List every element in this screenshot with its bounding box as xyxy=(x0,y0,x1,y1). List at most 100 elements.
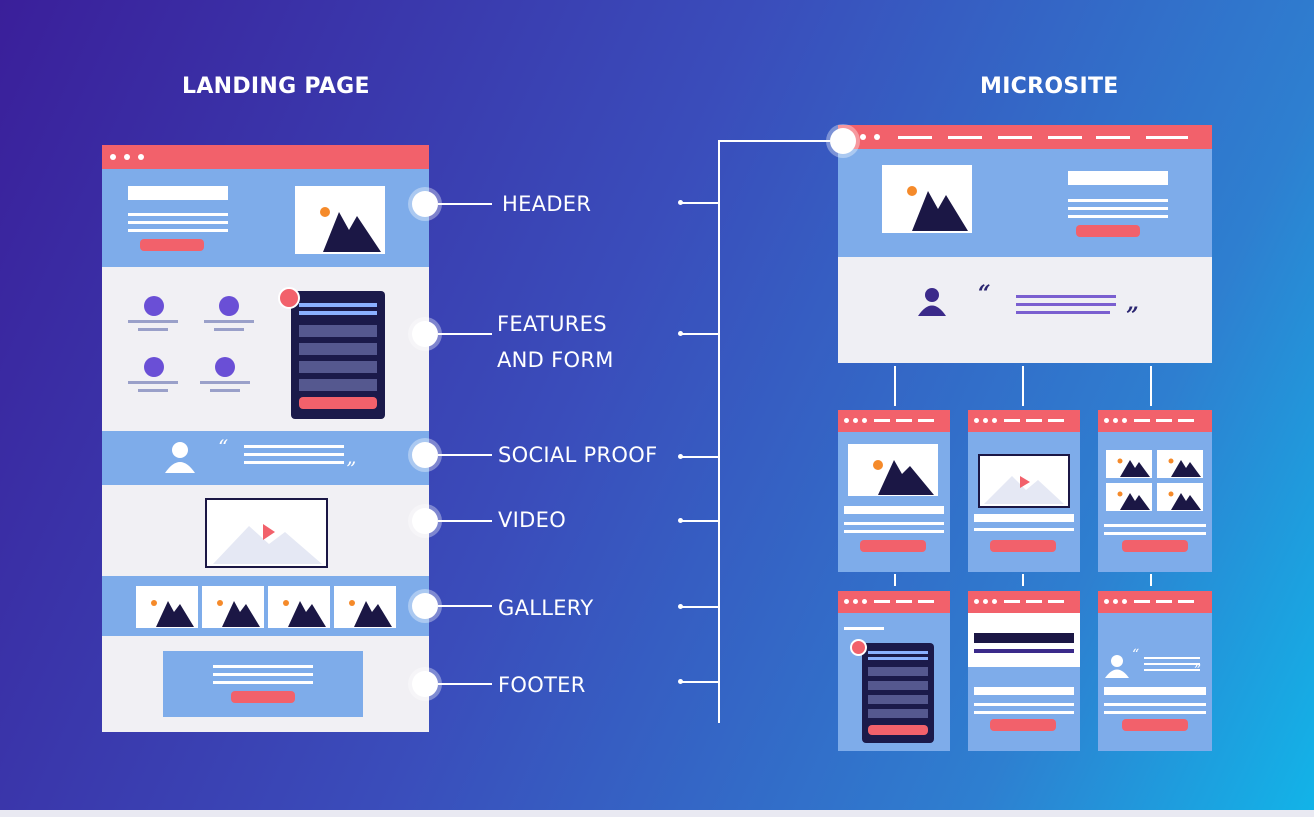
text-line xyxy=(1104,711,1206,714)
nav-item xyxy=(1146,136,1188,139)
video-play-icon xyxy=(205,498,328,568)
text-line xyxy=(844,530,944,533)
browser-dot xyxy=(974,599,979,604)
cta-button xyxy=(1122,540,1188,552)
nav-item xyxy=(918,600,934,603)
image-icon xyxy=(136,586,198,628)
image-icon xyxy=(295,186,385,254)
ms-hero-section xyxy=(838,149,1212,257)
text-line xyxy=(844,522,944,525)
text-line xyxy=(200,381,250,384)
form-submit xyxy=(299,397,377,409)
form-row xyxy=(299,343,377,355)
browser-dot xyxy=(853,418,858,423)
browser-bar xyxy=(102,145,429,169)
image-icon xyxy=(334,586,396,628)
lp-gallery-section xyxy=(102,576,429,636)
bracket-tick xyxy=(682,520,719,522)
text-line xyxy=(138,389,168,392)
text-line xyxy=(1016,295,1116,298)
browser-dot xyxy=(1113,418,1118,423)
form-row xyxy=(868,667,928,676)
image-icon xyxy=(268,586,330,628)
nav-item xyxy=(998,136,1032,139)
bracket-tick xyxy=(682,202,719,204)
microsite-page-gallery xyxy=(1098,410,1212,572)
browser-dot xyxy=(983,599,988,604)
text-line xyxy=(128,320,178,323)
text-line xyxy=(1144,669,1200,671)
connector-line xyxy=(438,333,492,335)
landing-page-title: LANDING PAGE xyxy=(182,74,370,99)
gallery-node xyxy=(412,593,438,619)
text-line xyxy=(210,389,240,392)
header-title-block xyxy=(128,186,228,200)
browser-bar xyxy=(838,591,950,613)
bracket-dot xyxy=(678,679,683,684)
microsite-node xyxy=(830,128,856,154)
browser-dot xyxy=(1122,599,1127,604)
user-icon xyxy=(165,442,195,473)
lp-header-section xyxy=(102,169,429,267)
arrow-line xyxy=(894,366,896,406)
arrow-line xyxy=(1150,574,1152,586)
nav-item xyxy=(1026,419,1042,422)
text-line xyxy=(1144,657,1200,659)
nav-item xyxy=(896,600,912,603)
form-row xyxy=(299,325,377,337)
label-and-form: AND FORM xyxy=(497,348,614,372)
quote-icon: “ xyxy=(218,435,229,459)
bracket-dot xyxy=(678,604,683,609)
image-icon xyxy=(1157,450,1203,478)
cta-button xyxy=(140,239,204,251)
text-line xyxy=(1104,687,1206,695)
text-line xyxy=(1016,303,1116,306)
nav-item xyxy=(898,136,932,139)
browser-dot xyxy=(1104,418,1109,423)
text-line xyxy=(128,221,228,224)
bracket-dot xyxy=(678,200,683,205)
image-icon xyxy=(882,165,972,233)
text-line xyxy=(1068,207,1168,210)
text-line xyxy=(974,514,1074,522)
form-row xyxy=(868,709,928,718)
bracket-dot xyxy=(678,331,683,336)
browser-dot xyxy=(874,134,880,140)
browser-bar xyxy=(1098,591,1212,613)
label-video: VIDEO xyxy=(498,508,567,532)
form-row xyxy=(299,303,377,307)
form-row xyxy=(868,657,928,660)
form-badge-icon xyxy=(278,287,300,309)
text-line xyxy=(244,461,344,464)
text-line xyxy=(213,673,313,676)
form-row xyxy=(299,379,377,391)
text-line xyxy=(1104,703,1206,706)
text-line xyxy=(138,328,168,331)
microsite-title: MICROSITE xyxy=(980,74,1119,99)
browser-bar xyxy=(968,410,1080,432)
bracket-tick xyxy=(682,681,719,683)
form-row xyxy=(299,361,377,373)
video-node xyxy=(412,508,438,534)
cta-button xyxy=(231,691,295,703)
text-line xyxy=(844,627,884,630)
microsite-page-form xyxy=(838,591,950,751)
label-footer: FOOTER xyxy=(498,673,586,697)
nav-item xyxy=(1096,136,1130,139)
browser-bar xyxy=(968,591,1080,613)
landing-page-mockup: “ ” xyxy=(102,145,429,732)
nav-item xyxy=(1134,600,1150,603)
cta-button xyxy=(1076,225,1140,237)
text-line xyxy=(128,229,228,232)
text-line xyxy=(213,681,313,684)
browser-bar xyxy=(838,410,950,432)
text-line xyxy=(1068,215,1168,218)
browser-dot xyxy=(110,154,116,160)
browser-dot xyxy=(1104,599,1109,604)
nav-item xyxy=(1134,419,1150,422)
quote-icon: “ xyxy=(1132,647,1140,663)
text-line xyxy=(128,381,178,384)
browser-dot xyxy=(124,154,130,160)
connector-line xyxy=(438,605,492,607)
user-icon xyxy=(918,288,946,316)
